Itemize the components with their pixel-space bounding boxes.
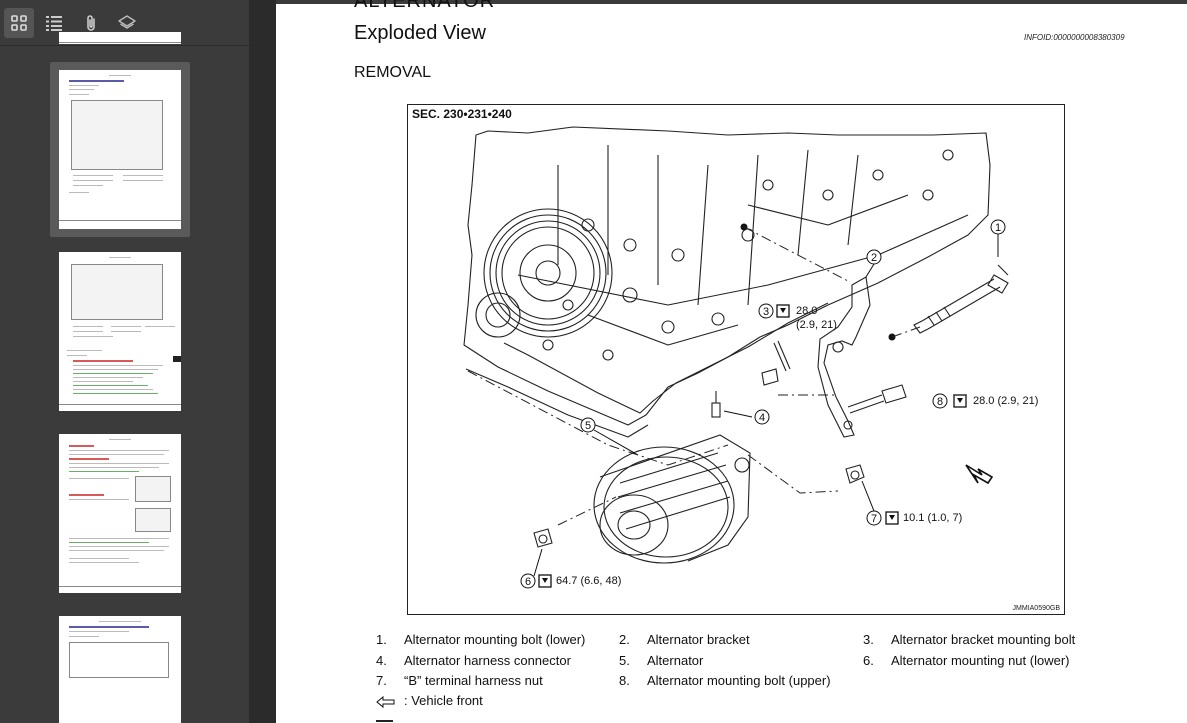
torque-icon-3 — [776, 304, 790, 318]
callout-6: 6 — [525, 576, 531, 588]
thumbnails-button[interactable] — [4, 8, 34, 38]
oil-pan — [503, 302, 829, 414]
callout-4: 4 — [759, 412, 765, 424]
vehicle-front-icon — [376, 696, 395, 708]
callout-8: 8 — [937, 396, 943, 408]
page-thumbnail-2[interactable] — [50, 244, 190, 419]
bracket-mounting-bolt — [761, 340, 791, 386]
outline-button[interactable] — [39, 8, 69, 38]
harness-connector — [711, 391, 721, 418]
torque-3: 28.0 — [796, 305, 818, 317]
document-page: ALTERNATOR Exploded View INFOID:00000000… — [276, 0, 1187, 723]
thumbnails-icon — [11, 15, 27, 31]
torque-7: 10.1 (1.0, 7) — [903, 512, 963, 524]
thumbnail-list — [0, 32, 249, 723]
attachments-icon — [87, 15, 95, 31]
outline-icon — [46, 16, 62, 31]
torque-8: 28.0 (2.9, 21) — [973, 395, 1039, 407]
alternator-bracket — [817, 276, 871, 438]
torque-6: 64.7 (6.6, 48) — [556, 575, 622, 587]
sidebar-gutter[interactable] — [249, 0, 276, 723]
section-heading: REMOVAL — [354, 64, 432, 81]
exploded-view-figure: 1 2 3 4 5 8 7 6 — [407, 104, 1065, 615]
mounting-nut-lower — [533, 528, 553, 548]
vehicle-front-arrow — [965, 464, 994, 485]
exploded-view-drawing: 1 2 3 4 5 8 7 6 — [463, 126, 1009, 589]
torque-3-units: (2.9, 21) — [796, 319, 837, 331]
crankshaft-pulley — [483, 208, 613, 338]
layers-icon — [118, 15, 136, 29]
figure-code: JMMIA0590GB — [1012, 605, 1060, 612]
b-terminal-nut — [845, 464, 865, 484]
page-thumbnail-prev[interactable] — [50, 32, 190, 46]
mounting-bolt-lower — [913, 264, 1009, 334]
sidebar — [0, 0, 249, 723]
page-title: Exploded View — [354, 22, 486, 44]
figure-section-label: SEC. 230•231•240 — [412, 107, 512, 121]
attachments-button[interactable] — [76, 8, 106, 38]
engine-block — [463, 126, 991, 426]
page-thumbnail-4[interactable] — [50, 608, 190, 723]
document-top-edge — [276, 0, 1187, 4]
torque-icon-6 — [538, 574, 552, 588]
info-id: INFOID:0000000008380309 — [1024, 33, 1125, 42]
callout-7: 7 — [871, 513, 877, 525]
alternator-body — [593, 434, 751, 564]
torque-icon-7 — [885, 511, 899, 525]
callout-2: 2 — [871, 252, 877, 264]
callout-5: 5 — [585, 420, 591, 432]
page-thumbnail-3[interactable] — [50, 426, 190, 601]
callout-3: 3 — [763, 306, 769, 318]
layers-button[interactable] — [112, 8, 142, 38]
page-continuation-mark — [376, 720, 393, 722]
page-section-title-cut: ALTERNATOR — [354, 0, 496, 12]
torque-icon-8 — [953, 394, 967, 408]
callout-1: 1 — [995, 222, 1001, 234]
page-thumbnail-1[interactable] — [50, 62, 190, 237]
mounting-bolt-upper — [847, 384, 907, 414]
